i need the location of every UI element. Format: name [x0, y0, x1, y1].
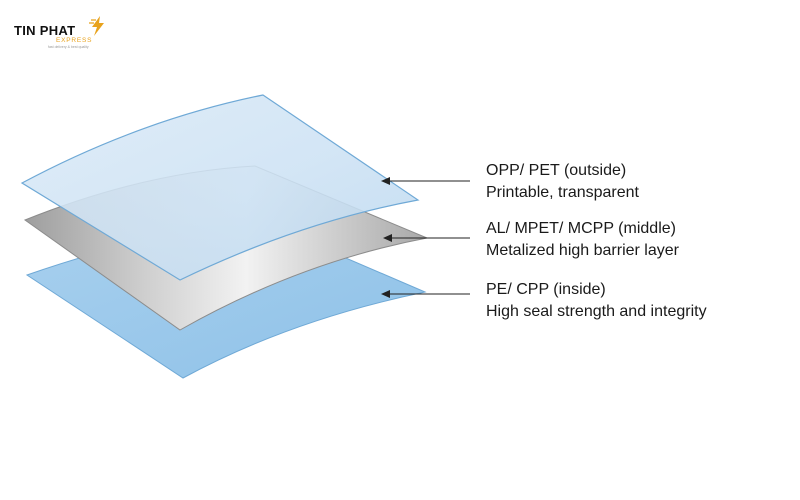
brand-tagline: fast delivery & best quality — [48, 45, 89, 49]
brand-logo: TIN PHAT EXPRESS fast delivery & best qu… — [14, 16, 114, 56]
label-middle-title: AL/ MPET/ MCPP (middle) — [486, 220, 676, 237]
label-outside: OPP/ PET (outside) Printable, transparen… — [486, 160, 639, 204]
layer-outside-sheet — [20, 94, 420, 281]
label-inside: PE/ CPP (inside) High seal strength and … — [486, 279, 707, 323]
label-outside-title: OPP/ PET (outside) — [486, 162, 627, 179]
brand-sub: EXPRESS — [56, 37, 93, 44]
pointer-outside — [381, 177, 470, 185]
pointer-middle — [383, 234, 470, 242]
label-middle: AL/ MPET/ MCPP (middle) Metalized high b… — [486, 218, 679, 262]
label-middle-desc: Metalized high barrier layer — [486, 242, 679, 259]
lightning-bolt-icon — [89, 16, 104, 36]
label-inside-desc: High seal strength and integrity — [486, 303, 707, 320]
label-outside-desc: Printable, transparent — [486, 184, 639, 201]
label-inside-title: PE/ CPP (inside) — [486, 281, 606, 298]
pointer-inside — [381, 290, 470, 298]
brand-name: TIN PHAT — [14, 23, 76, 38]
